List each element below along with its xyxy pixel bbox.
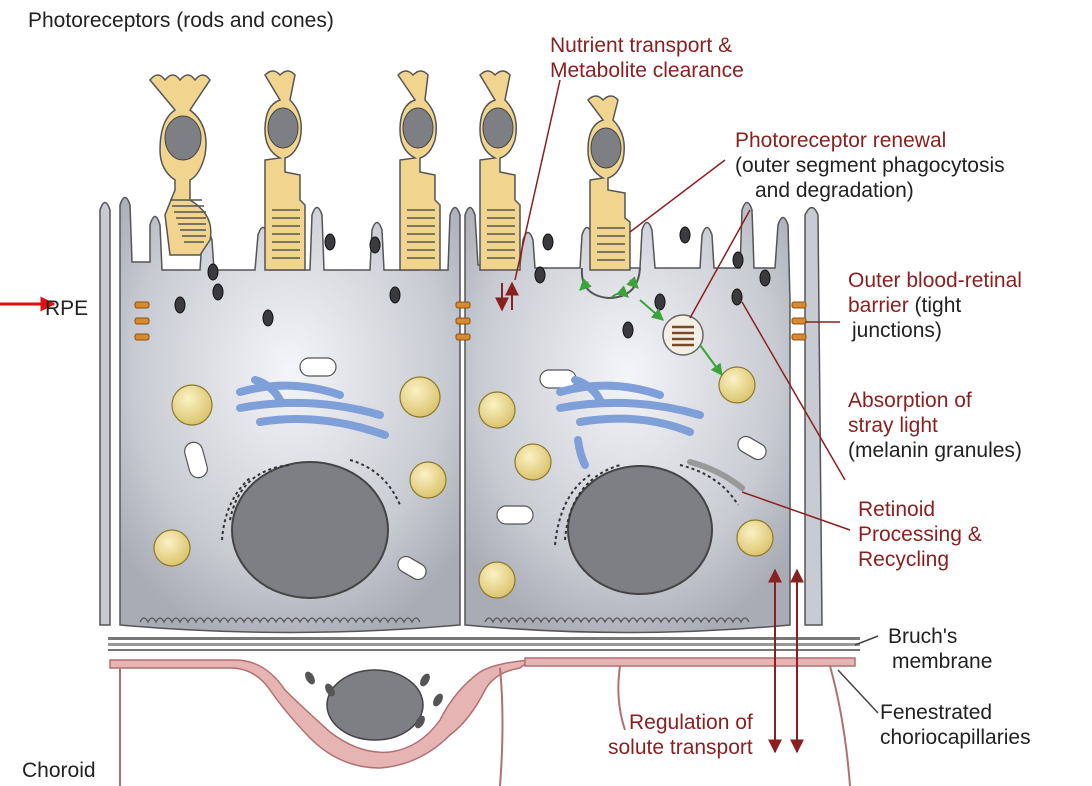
label-renewal-line3: and degradation)	[735, 178, 1005, 203]
photoreceptor-nucleus	[483, 108, 513, 148]
label-fenestrated-line1: Fenestrated	[880, 700, 1031, 725]
label-absorption-stray-light: Absorption of stray light (melanin granu…	[848, 388, 1022, 463]
photoreceptor-nucleus	[268, 108, 298, 148]
choriocapillary-right	[525, 658, 855, 666]
label-outer-blood-retinal-barrier: Outer blood-retinal barrier (tight junct…	[848, 268, 1022, 343]
photoreceptor-nucleus	[165, 116, 201, 160]
label-barrier-line3: junctions)	[848, 318, 1022, 343]
label-photoreceptor-renewal: Photoreceptor renewal (outer segment pha…	[735, 128, 1005, 203]
capillary-wall	[500, 668, 503, 786]
choriocapillary-left	[110, 660, 530, 768]
label-solute-transport: Regulation of solute transport	[608, 710, 753, 760]
fenestra	[303, 670, 317, 686]
tight-junctions-middle	[456, 302, 470, 340]
label-nutrient-line1: Nutrient transport &	[550, 33, 744, 58]
phagolysosome	[663, 315, 703, 355]
label-bruch-line2: membrane	[888, 649, 992, 674]
label-absorption-line3: (melanin granules)	[848, 438, 1022, 463]
fenestra	[431, 692, 445, 708]
label-nutrient-line2: Metabolite clearance	[550, 58, 744, 83]
label-bruch-line1: Bruch's	[888, 624, 992, 649]
label-nutrient-transport: Nutrient transport & Metabolite clearanc…	[550, 33, 744, 83]
tight-junctions-left	[135, 302, 149, 340]
label-bruchs-membrane: Bruch's membrane	[888, 624, 992, 674]
fenestra	[418, 672, 432, 688]
label-retinoid-processing: Retinoid Processing & Recycling	[858, 497, 982, 572]
label-rpe: RPE	[45, 296, 88, 321]
label-absorption-line2: stray light	[848, 413, 1022, 438]
label-retinoid-line1: Retinoid	[858, 497, 982, 522]
label-barrier-line1: Outer blood-retinal	[848, 268, 1022, 293]
photoreceptor-rod	[398, 71, 440, 270]
photoreceptor-rod	[265, 71, 305, 270]
label-renewal-line2: (outer segment phagocytosis	[735, 153, 1005, 178]
label-choroid: Choroid	[22, 758, 96, 783]
label-retinoid-line3: Recycling	[858, 547, 982, 572]
bruchs-membrane	[108, 637, 860, 651]
red-blood-cell	[327, 670, 423, 740]
label-renewal-line1: Photoreceptor renewal	[735, 128, 1005, 153]
leader-lines-dark	[838, 636, 878, 713]
label-barrier-line2: barrier (tight	[848, 293, 1022, 318]
label-fenestrated-choriocapillaries: Fenestrated choriocapillaries	[880, 700, 1031, 750]
label-retinoid-line2: Processing &	[858, 522, 982, 547]
label-barrier-word: barrier	[848, 294, 909, 317]
capillary-wall	[830, 666, 850, 786]
label-absorption-line1: Absorption of	[848, 388, 1022, 413]
label-solute-line1: Regulation of	[608, 710, 753, 735]
photoreceptor-nucleus	[403, 108, 433, 148]
label-solute-line2: solute transport	[608, 735, 753, 760]
photoreceptor-rod	[480, 71, 520, 270]
label-barrier-tight: (tight	[909, 294, 962, 317]
tight-junctions-right	[792, 302, 806, 340]
label-fenestrated-line2: choriocapillaries	[880, 725, 1031, 750]
photoreceptor-nucleus	[591, 128, 621, 168]
rpe-cell-edge-left	[100, 203, 110, 626]
label-photoreceptors: Photoreceptors (rods and cones)	[28, 8, 334, 33]
